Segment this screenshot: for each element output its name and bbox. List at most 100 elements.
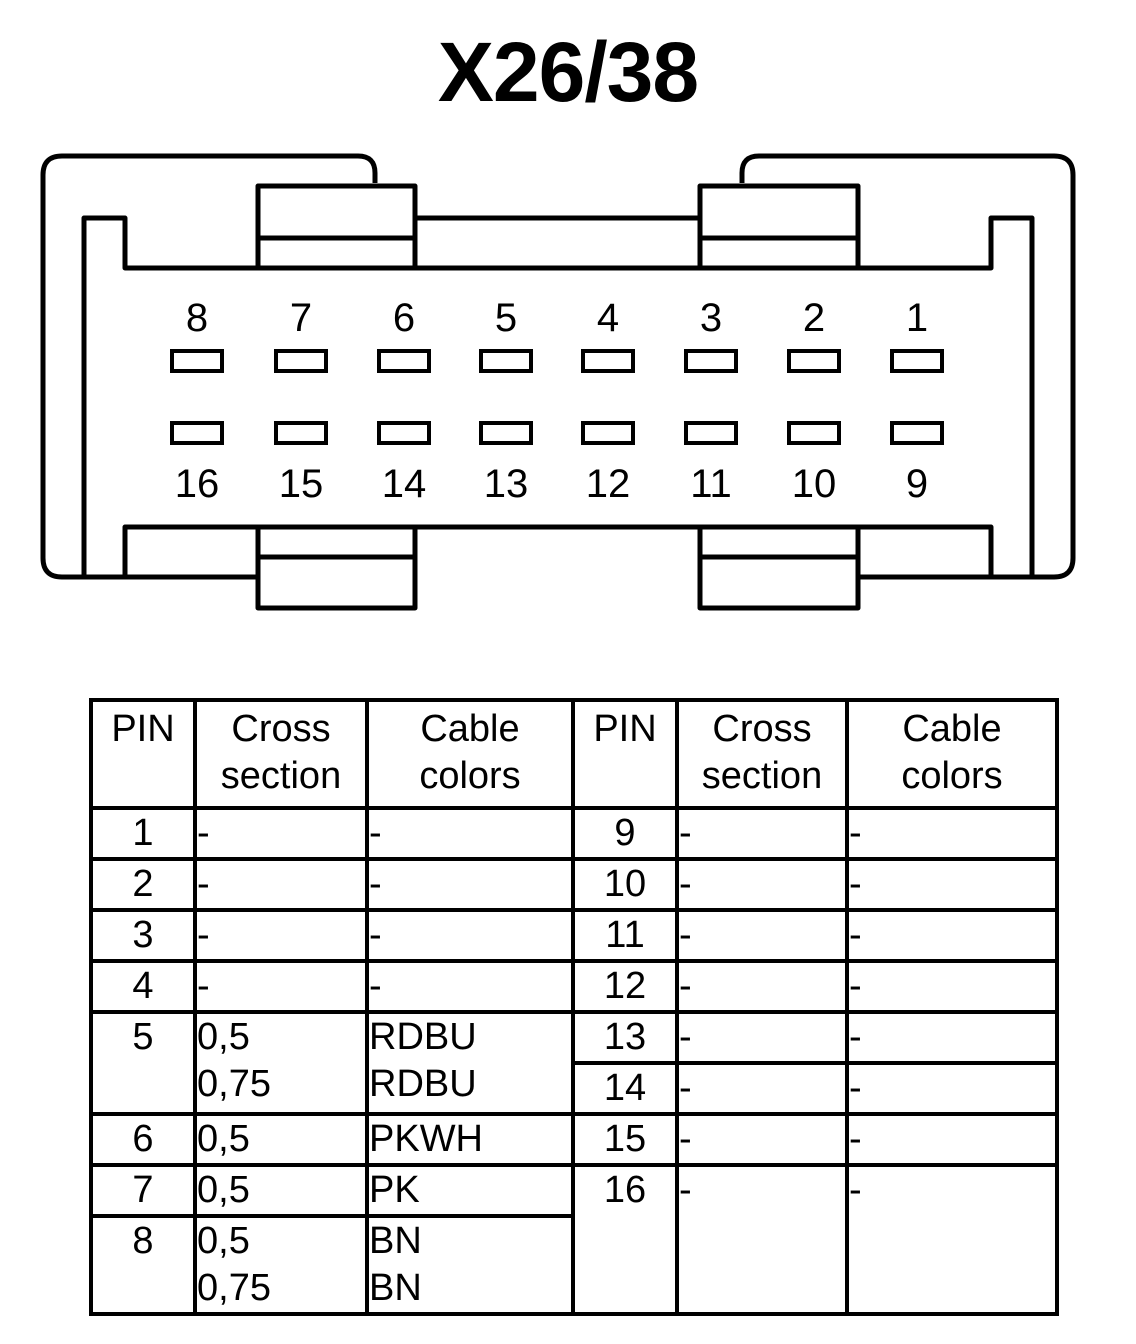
cross-section-cell: - [193,857,369,912]
pin-contact-top [170,349,224,373]
pin-number-label: 13 [484,462,529,506]
header-cable-colors: Cable colors [365,698,575,810]
cross-section-cell: - [193,959,369,1014]
cable-color-cell: - [845,1010,1059,1065]
pin-contact-top [890,349,944,373]
cable-color-cell: PK [365,1163,575,1218]
pinout-table: PIN Cross section Cable colors PIN Cross… [89,698,1059,1316]
cable-color-cell: - [845,1163,1059,1316]
pin-contact-top [684,349,738,373]
connector-inner-wall [81,215,258,577]
table-row: 7 0,5 PK 16 - - [89,1163,1059,1316]
pin-contact-top [274,349,328,373]
latch-top-left [255,183,418,271]
pin-number-label: 5 [495,296,517,340]
pin-number-label: 4 [597,296,619,340]
pin-contact-top [787,349,841,373]
cable-color-cell: PKWH [365,1112,575,1167]
pin-cell: 11 [571,908,679,963]
cross-section-cell: - [193,908,369,963]
table-row: 6 0,5 PKWH 15 - - [89,1112,1059,1167]
cross-section-cell: - [675,1061,849,1116]
table-row: 1 - - 9 - - [89,806,1059,861]
pin-cell: 9 [571,806,679,861]
pin-cell: 7 [89,1163,197,1218]
pin-contact-bottom [479,421,533,445]
table-row: 14 - - [91,1061,1059,1116]
cable-color-cell: RDBU RDBU [365,1010,575,1116]
header-pin: PIN [89,698,197,810]
cable-color-cell: - [365,857,575,912]
connector-housing-outline [40,153,378,580]
pin-contact-bottom [890,421,944,445]
pin-contact-bottom [787,421,841,445]
pin-cell: 5 [89,1010,197,1116]
cross-section-cell: - [675,806,849,861]
cable-color-cell: - [845,857,1059,912]
pin-number-label: 10 [792,462,837,506]
pin-number-label: 1 [906,296,928,340]
cable-color-cell: - [845,1112,1059,1167]
pin-number-label: 8 [186,296,208,340]
cross-section-cell: 0,5 [193,1112,369,1167]
pin-number-label: 2 [803,296,825,340]
cross-section-cell: 0,5 0,75 [193,1214,369,1316]
pin-cell: 4 [89,959,197,1014]
connector-inner-wall-right [858,215,1035,577]
connector-bottom-wall [122,524,258,577]
table-row: 3 - - 11 - - [89,908,1059,963]
cable-color-cell: - [845,1061,1059,1116]
cable-color-cell: - [845,959,1059,1014]
cable-color-cell: BN BN [365,1214,575,1316]
header-cable-colors: Cable colors [845,698,1059,810]
cable-color-cell: - [365,908,575,963]
cross-section-cell: - [193,806,369,861]
pin-cell: 12 [571,959,679,1014]
cross-section-cell: - [675,908,849,963]
pin-cell: 14 [571,1061,679,1116]
pin-contact-top [479,349,533,373]
pin-number-label: 11 [690,462,732,506]
cross-section-cell: - [675,1010,849,1065]
cross-section-cell: 0,5 0,75 [193,1010,369,1116]
pin-cell: 13 [571,1010,679,1065]
pin-cell: 15 [571,1112,679,1167]
latch-bottom-right [697,524,861,611]
latch-bottom-left [255,524,418,611]
header-cross-section: Cross section [193,698,369,810]
pin-cell: 3 [89,908,197,963]
cable-color-cell: - [845,806,1059,861]
pin-contact-top [377,349,431,373]
cross-section-cell: - [675,959,849,1014]
diagram-title: X26/38 [437,25,699,119]
pin-cell: 8 [89,1214,197,1316]
pin-contact-bottom [581,421,635,445]
pin-cell: 1 [89,806,197,861]
pin-cell: 2 [89,857,197,912]
pin-number-label: 15 [279,462,324,506]
pin-contact-bottom [170,421,224,445]
pin-contact-bottom [274,421,328,445]
pin-cell: 6 [89,1112,197,1167]
pin-cell: 10 [571,857,679,912]
table-row: 5 0,5 0,75 RDBU RDBU 13 - - [89,1010,1059,1116]
pin-number-label: 14 [382,462,427,506]
pin-number-label: 12 [586,462,631,506]
cross-section-cell: - [675,1163,849,1316]
header-cross-section: Cross section [675,698,849,810]
latch-top-right [697,183,861,271]
pin-contact-bottom [377,421,431,445]
pin-cell: 16 [571,1163,679,1316]
cross-section-cell: - [675,857,849,912]
connector-housing-outline-right [739,153,1076,580]
pin-number-label: 9 [906,462,928,506]
connector-bottom-wall-right [858,524,994,577]
cable-color-cell: - [365,959,575,1014]
cable-color-cell: - [365,806,575,861]
table-row: 2 - - 10 - - [89,857,1059,912]
pin-number-label: 6 [393,296,415,340]
table-row: 4 - - 12 - - [89,959,1059,1014]
pin-contact-bottom [684,421,738,445]
cross-section-cell: - [675,1112,849,1167]
